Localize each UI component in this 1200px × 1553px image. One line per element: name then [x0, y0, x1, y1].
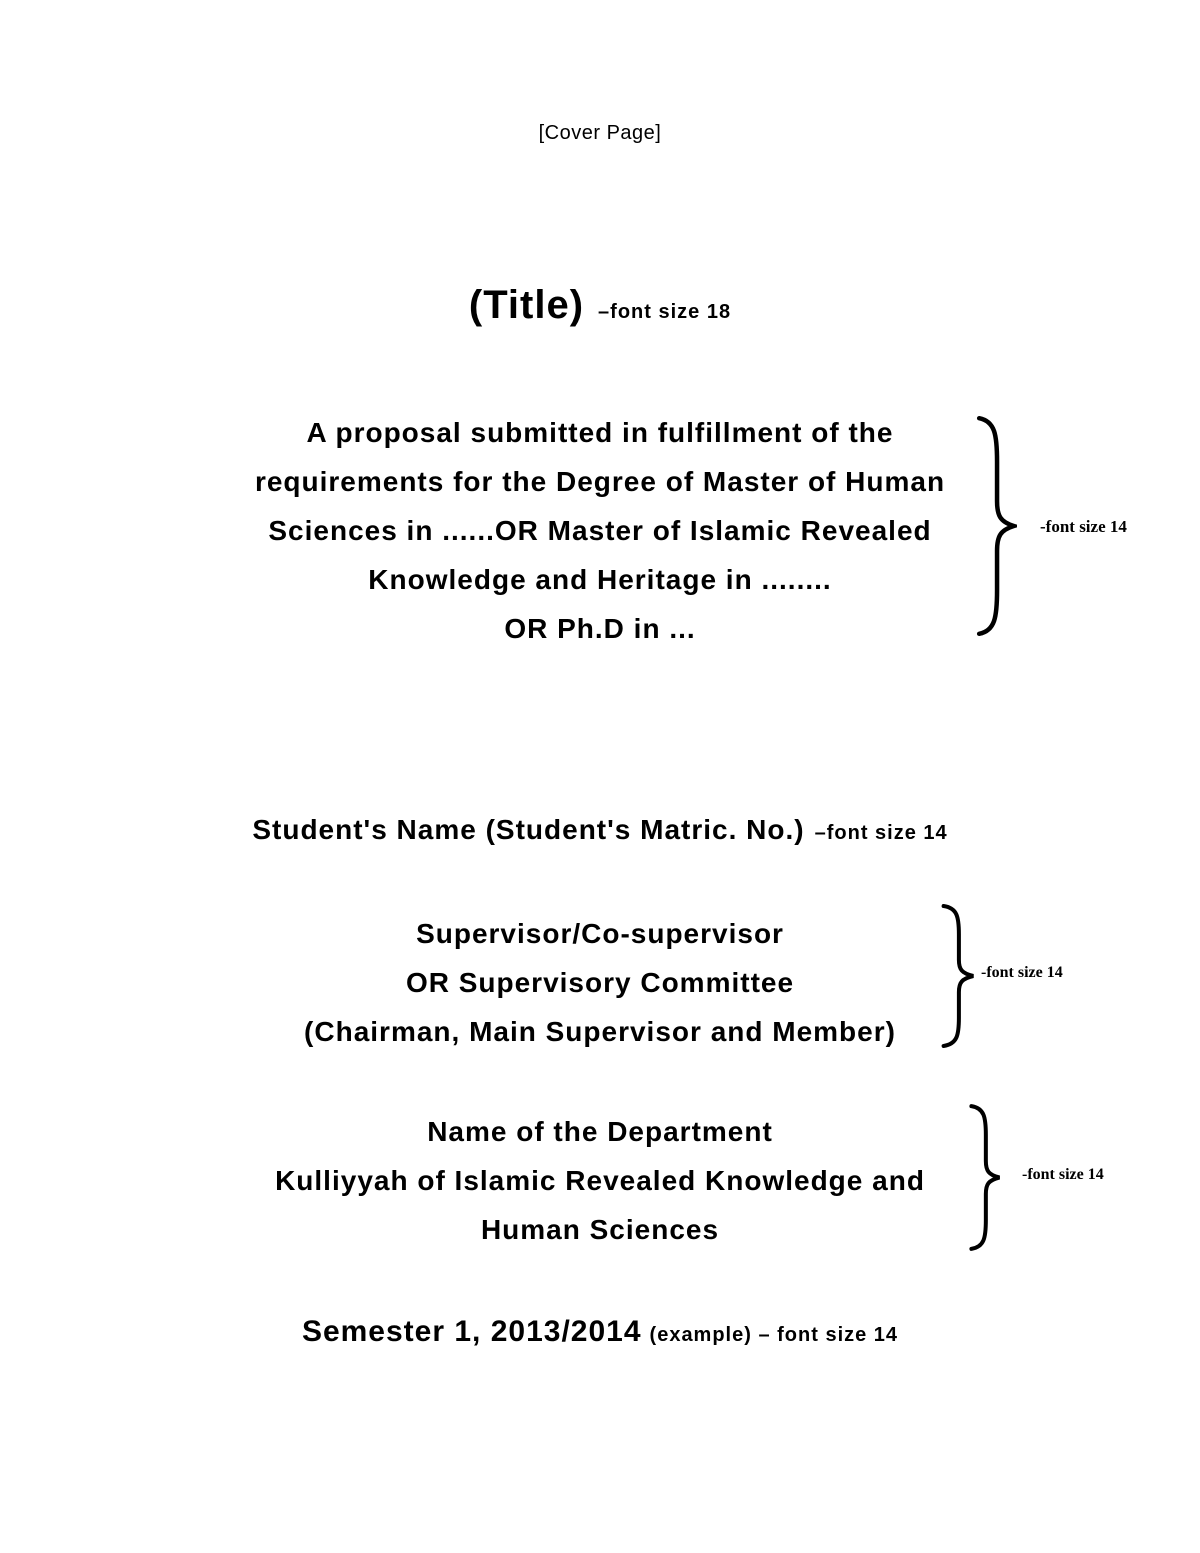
proposal-line: Knowledge and Heritage in ........ — [368, 564, 832, 595]
title-font-size-note: –font size 18 — [598, 301, 732, 323]
supervisor-line: Supervisor/Co-supervisor — [416, 918, 784, 949]
proposal-statement-block: A proposal submitted in fulfillment of t… — [0, 408, 1200, 653]
semester-line: Semester 1, 2013/2014 (example) – font si… — [0, 1315, 1200, 1354]
curly-brace-icon — [940, 902, 976, 1050]
cover-page-label: [Cover Page] — [538, 122, 662, 144]
proposal-line: requirements for the Degree of Master of… — [254, 466, 946, 497]
supervisor-line: (Chairman, Main Supervisor and Member) — [304, 1016, 896, 1047]
curly-brace-icon — [968, 1102, 1002, 1253]
department-line: Kulliyyah of Islamic Revealed Knowledge … — [275, 1165, 925, 1196]
title-line: (Title) –font size 18 — [0, 278, 1200, 341]
student-font-size-note: –font size 14 — [814, 822, 948, 844]
supervisor-block: Supervisor/Co-supervisor OR Supervisory … — [0, 909, 1200, 1056]
department-font-size-note: -font size 14 — [1022, 1166, 1104, 1183]
semester-text: Semester 1, 2013/2014 — [301, 1315, 642, 1348]
curly-brace-icon — [975, 412, 1017, 640]
student-name-line: Student's Name (Student's Matric. No.) –f… — [0, 813, 1200, 852]
semester-font-size-note: (example) – font size 14 — [649, 1324, 899, 1346]
proposal-line: A proposal submitted in fulfillment of t… — [306, 417, 894, 448]
student-name-placeholder: Student's Name (Student's Matric. No.) — [252, 814, 805, 845]
thesis-title-placeholder: (Title) — [468, 283, 585, 327]
department-line: Name of the Department — [427, 1116, 773, 1147]
proposal-font-size-note: -font size 14 — [1040, 517, 1127, 536]
proposal-line: Sciences in ......OR Master of Islamic R… — [268, 515, 932, 546]
department-block: Name of the Department Kulliyyah of Isla… — [0, 1107, 1200, 1254]
department-line: Human Sciences — [480, 1214, 720, 1245]
proposal-line: OR Ph.D in ... — [504, 613, 696, 644]
supervisor-line: OR Supervisory Committee — [405, 967, 795, 998]
supervisor-font-size-note: -font size 14 — [981, 964, 1063, 981]
